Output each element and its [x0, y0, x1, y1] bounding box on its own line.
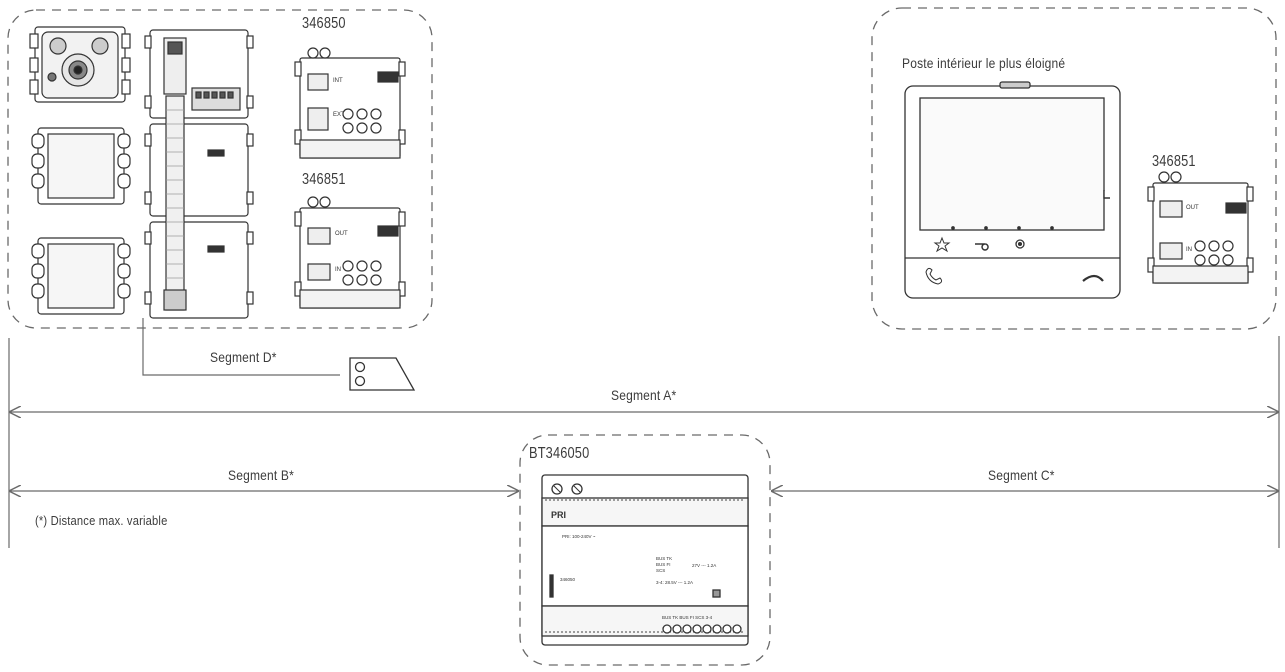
psu-bus-tk-label: BUS TK [656, 556, 672, 561]
interface-int-label: INT [333, 78, 343, 84]
outdoor-extender-346851-code: 346851 [302, 171, 346, 188]
psu-pri-label: PRI [551, 510, 566, 520]
indoor-extender-out-label: OUT [1186, 205, 1199, 211]
psu-scs-label: SCS [656, 568, 665, 573]
power-supply-group-outline [519, 434, 771, 666]
psu-output2-label: 3-4: 28.5V --- 1.2A [656, 580, 693, 585]
indoor-station-caption: Poste intérieur le plus éloigné [902, 55, 1066, 71]
psu-terminals-label: BUS TK BUS FI SCS 3-4 [662, 615, 713, 620]
psu-rating-label: PRI: 100-240V ~ [562, 534, 596, 539]
indoor-station-group-outline [871, 7, 1277, 330]
segment-d-line [142, 318, 340, 376]
interface-ext-label: EXT [333, 112, 345, 118]
power-supply-code: BT346050 [529, 445, 590, 462]
segment-b-label: Segment B* [228, 467, 294, 483]
footnote-text: (*) Distance max. variable [35, 513, 168, 528]
indoor-monitor-device [904, 81, 1121, 299]
indoor-extender-in-label: IN [1186, 247, 1192, 253]
blank-module-3 [31, 237, 131, 315]
cable-end-tag [349, 357, 416, 391]
blank-module-2 [31, 127, 131, 205]
power-supply-device [541, 474, 749, 646]
camera-audio-module [29, 26, 131, 103]
outdoor-extender-out-label: OUT [335, 231, 348, 237]
outdoor-extender-in-label: IN [335, 267, 341, 273]
distance-lines [8, 318, 1280, 548]
interface-346850-device [294, 47, 406, 159]
indoor-extender-346851-code: 346851 [1152, 153, 1196, 170]
extender-346851-outdoor-device [294, 196, 406, 309]
segment-d-label: Segment D* [210, 349, 277, 365]
interface-346850-code: 346850 [302, 15, 346, 32]
extender-346851-indoor-device [1147, 171, 1254, 284]
segment-a-label: Segment A* [611, 387, 677, 403]
psu-output1-label: 27V --- 1.2A [692, 563, 716, 568]
rear-module-stack [144, 29, 254, 319]
segment-c-label: Segment C* [988, 467, 1055, 483]
outdoor-panel-group-outline [7, 9, 433, 329]
psu-model-label: 346050 [560, 577, 576, 582]
psu-bus-fi-label: BUS FI [656, 562, 671, 567]
